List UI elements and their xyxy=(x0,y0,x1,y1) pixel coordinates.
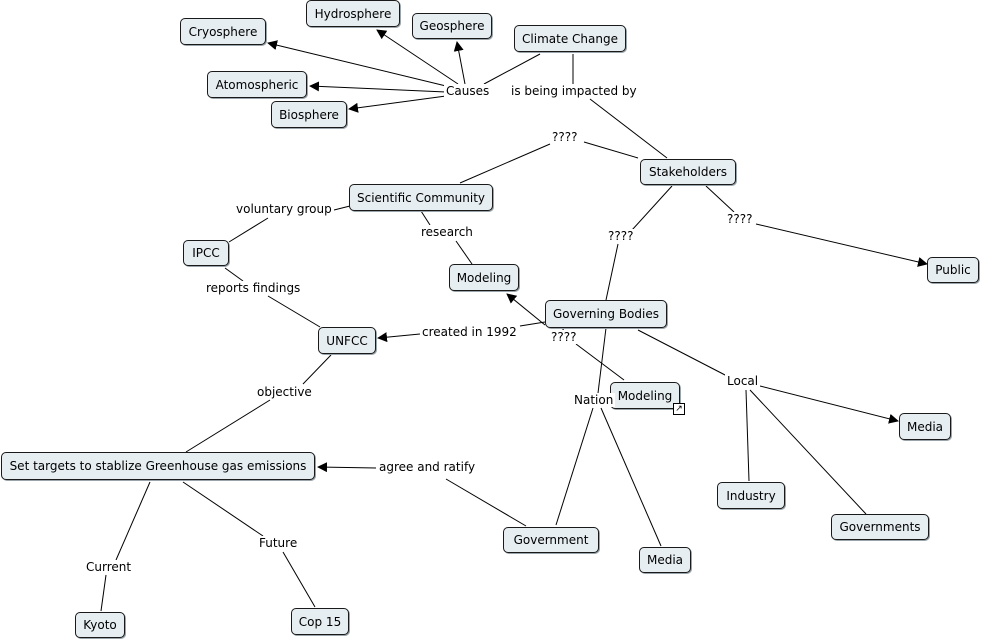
biosphere-node[interactable]: Biosphere xyxy=(271,101,347,128)
impacted-label: is being impacted by xyxy=(509,84,639,98)
governing-bodies-node[interactable]: Governing Bodies xyxy=(545,300,667,328)
industry-node[interactable]: Industry xyxy=(717,482,785,509)
causes-label: Causes xyxy=(444,84,492,98)
kyoto-node[interactable]: Kyoto xyxy=(75,612,125,638)
media-national-node[interactable]: Media xyxy=(639,547,691,573)
set-targets-node[interactable]: Set targets to stablize Greenhouse gas e… xyxy=(1,452,315,480)
arrow-northeast-icon[interactable]: ↗ xyxy=(673,403,685,415)
local-label: Local xyxy=(725,374,761,388)
research-label: research xyxy=(419,225,475,239)
question-label: ???? xyxy=(725,212,755,226)
future-label: Future xyxy=(257,536,300,550)
question-label: ???? xyxy=(606,229,636,243)
atmospheric-node[interactable]: Atomospheric xyxy=(207,71,307,98)
public-node[interactable]: Public xyxy=(927,257,979,283)
cryosphere-node[interactable]: Cryosphere xyxy=(180,18,266,45)
modeling-shortcut-node[interactable]: Modeling xyxy=(610,382,680,409)
geosphere-node[interactable]: Geosphere xyxy=(412,13,492,39)
voluntary-group-label: voluntary group xyxy=(234,202,334,216)
agree-ratify-label: agree and ratify xyxy=(377,460,478,474)
reports-findings-label: reports findings xyxy=(204,281,303,295)
government-node[interactable]: Government xyxy=(503,527,599,553)
climate-change-node[interactable]: Climate Change xyxy=(514,25,626,52)
created-label: created in 1992 xyxy=(420,325,519,339)
stakeholders-node[interactable]: Stakeholders xyxy=(640,159,736,185)
cop15-node[interactable]: Cop 15 xyxy=(291,608,349,635)
unfcc-node[interactable]: UNFCC xyxy=(318,327,376,354)
scientific-community-node[interactable]: Scientific Community xyxy=(349,184,493,211)
question-label: ???? xyxy=(550,130,580,144)
question-label: ???? xyxy=(549,330,579,344)
governments-node[interactable]: Governments xyxy=(831,514,929,540)
objective-label: objective xyxy=(255,385,314,399)
current-label: Current xyxy=(84,560,134,574)
media-local-node[interactable]: Media xyxy=(899,413,951,440)
ipcc-node[interactable]: IPCC xyxy=(183,240,229,266)
modeling-node[interactable]: Modeling xyxy=(449,264,519,291)
national-label: Nation xyxy=(572,393,616,407)
hydrosphere-node[interactable]: Hydrosphere xyxy=(306,0,400,27)
